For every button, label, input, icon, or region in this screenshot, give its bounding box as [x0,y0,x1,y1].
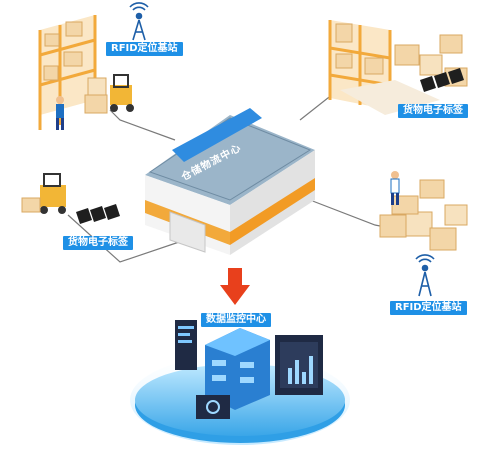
tag-icon [420,68,464,92]
forklift-icon [110,74,134,112]
tag-icon [76,204,120,224]
worker-icon [390,171,400,205]
box-stack [84,77,108,114]
worker-icon [56,96,64,130]
shelf-icon [38,15,97,130]
cargo-tag-label-top-right: 货物电子标签 [398,104,468,118]
rfid-tower-icon [129,2,149,41]
cargo-tag-label-left: 货物电子标签 [63,236,133,250]
rfid-station-label-bottom: RFID定位基站 [390,301,467,315]
arrow-down-icon [220,268,250,305]
box-stack [394,34,468,87]
rfid-tower-icon [415,254,435,297]
rfid-station-label-top: RFID定位基站 [106,42,183,56]
box-stack [379,179,468,251]
data-center-icon [130,320,350,445]
forklift-icon [21,173,66,214]
data-center-label: 数据监控中心 [201,313,271,327]
warehouse-icon [145,108,315,255]
